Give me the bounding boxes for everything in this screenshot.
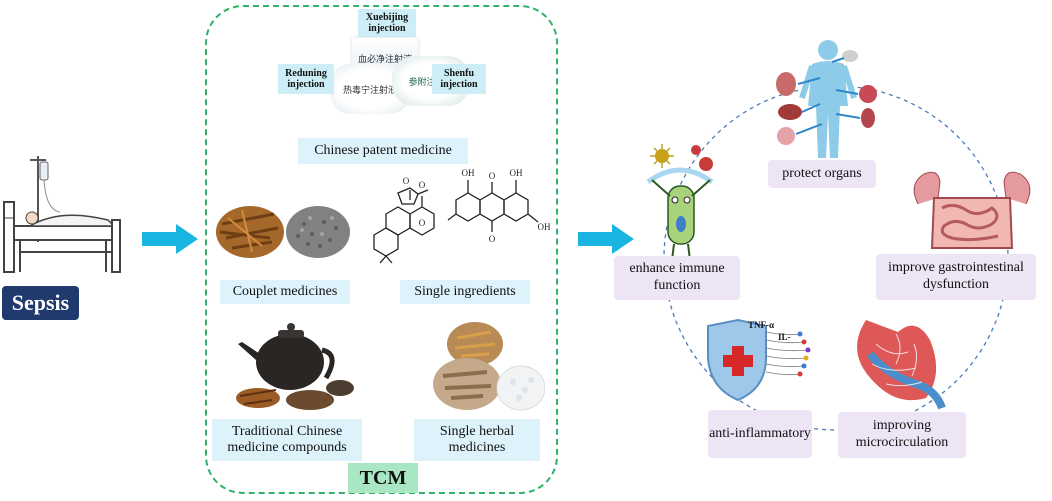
reduning-label: Reduning injection	[278, 64, 334, 94]
arrow-right-icon	[578, 224, 634, 254]
tnf-alpha-label: TNF-α	[748, 320, 775, 330]
sepsis-label: Sepsis	[2, 286, 79, 320]
xuebijing-label: Xuebijing injection	[358, 9, 416, 37]
tcm-compounds-label: Traditional Chinese medicine compounds	[212, 419, 362, 461]
shenfu-label: Shenfu injection	[432, 64, 486, 94]
immune-cell-character-illustration	[646, 144, 714, 261]
il-label: IL-	[778, 332, 791, 342]
chinese-patent-medicine-label: Chinese patent medicine	[298, 138, 468, 164]
svg-text:O: O	[419, 218, 426, 228]
svg-text:O: O	[403, 176, 410, 186]
svg-text:OH: OH	[462, 168, 475, 178]
svg-text:OH: OH	[510, 168, 523, 178]
svg-text:O: O	[489, 171, 496, 181]
intestine-illustration	[913, 171, 1031, 249]
couplet-herbs-illustration	[216, 206, 350, 258]
anti-inflammatory-label: anti-inflammatory	[708, 410, 812, 458]
microcirculation-illustration	[857, 320, 946, 410]
herbal-medicines-illustration	[433, 322, 545, 411]
single-ingredients-label: Single ingredients	[400, 280, 530, 304]
svg-text:OH: OH	[538, 222, 551, 232]
protect-organs-label: protect organs	[768, 160, 876, 188]
teapot-compounds-illustration	[236, 323, 354, 410]
shield-anti-inflammatory-illustration	[707, 318, 811, 402]
enhance-immune-label: enhance immune function	[614, 256, 740, 300]
arrow-right-icon	[142, 224, 198, 254]
improve-gastro-label: improve gastrointestinal dysfunction	[876, 254, 1036, 300]
chemical-structure-left: O O O	[373, 176, 435, 264]
tcm-label: TCM	[348, 463, 418, 493]
patient-bed-illustration	[3, 156, 121, 273]
improving-microcirculation-label: improving microcirculation	[838, 412, 966, 458]
chemical-structure-right: OH O OH O OH	[447, 168, 551, 244]
couplet-medicines-label: Couplet medicines	[220, 280, 350, 304]
tcm-container	[205, 5, 558, 494]
single-herbal-medicines-label: Single herbal medicines	[414, 419, 540, 461]
svg-text:O: O	[419, 180, 426, 190]
human-organs-illustration	[776, 40, 877, 158]
svg-text:O: O	[489, 234, 496, 244]
